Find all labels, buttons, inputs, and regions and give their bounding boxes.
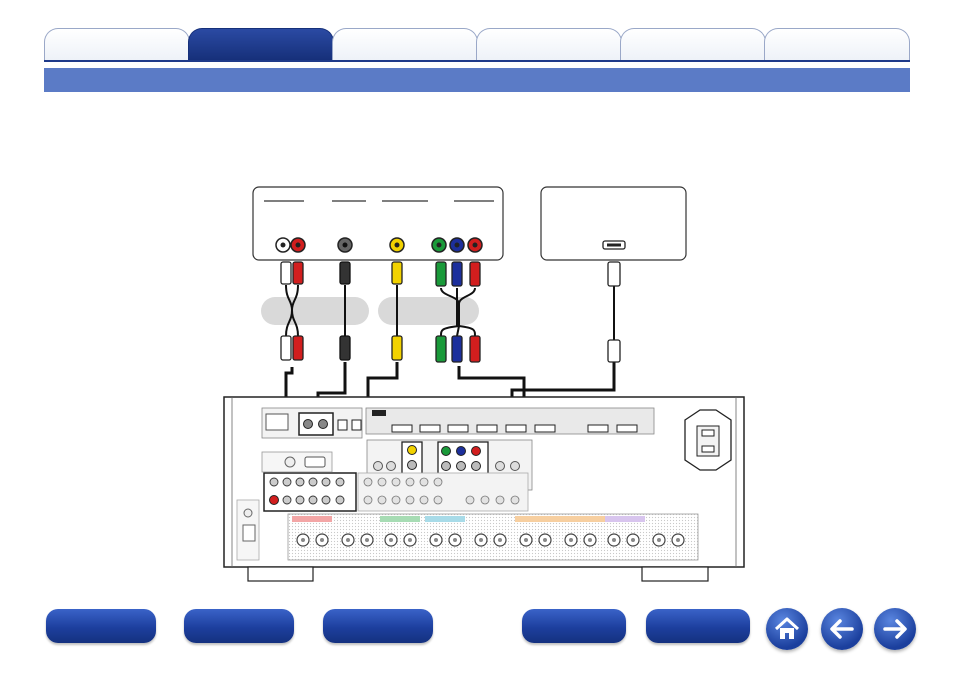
back-button[interactable]	[821, 608, 863, 650]
tab-bar	[44, 26, 910, 62]
foot-left	[247, 566, 314, 582]
tab-5[interactable]	[620, 28, 766, 60]
nav-button-1[interactable]	[46, 609, 156, 643]
tab-2-active[interactable]	[188, 28, 334, 60]
tab-underline	[44, 60, 910, 62]
ac-inlet	[684, 409, 732, 471]
tab-6[interactable]	[764, 28, 910, 60]
arrow-right-icon	[883, 619, 907, 639]
tab-4[interactable]	[476, 28, 622, 60]
video-cable-label-pill	[378, 297, 479, 325]
forward-button[interactable]	[874, 608, 916, 650]
receiver-rear-panel	[223, 396, 745, 582]
source-device-panel	[252, 186, 504, 261]
tab-3[interactable]	[332, 28, 478, 60]
nav-button-2[interactable]	[184, 609, 294, 643]
audio-cable-label-pill	[261, 297, 369, 325]
section-title-bar	[44, 68, 910, 92]
tab-1[interactable]	[44, 28, 190, 60]
cable-plugs-upper	[280, 261, 621, 287]
home-button[interactable]	[766, 608, 808, 650]
nav-button-4[interactable]	[522, 609, 626, 643]
home-icon	[774, 617, 800, 639]
hdmi-device-panel	[540, 186, 687, 261]
device-jacks	[275, 237, 483, 253]
foot-right	[641, 566, 709, 582]
cable-plugs-lower	[280, 335, 621, 363]
nav-button-5[interactable]	[646, 609, 750, 643]
nav-button-3[interactable]	[323, 609, 433, 643]
arrow-left-icon	[830, 619, 854, 639]
